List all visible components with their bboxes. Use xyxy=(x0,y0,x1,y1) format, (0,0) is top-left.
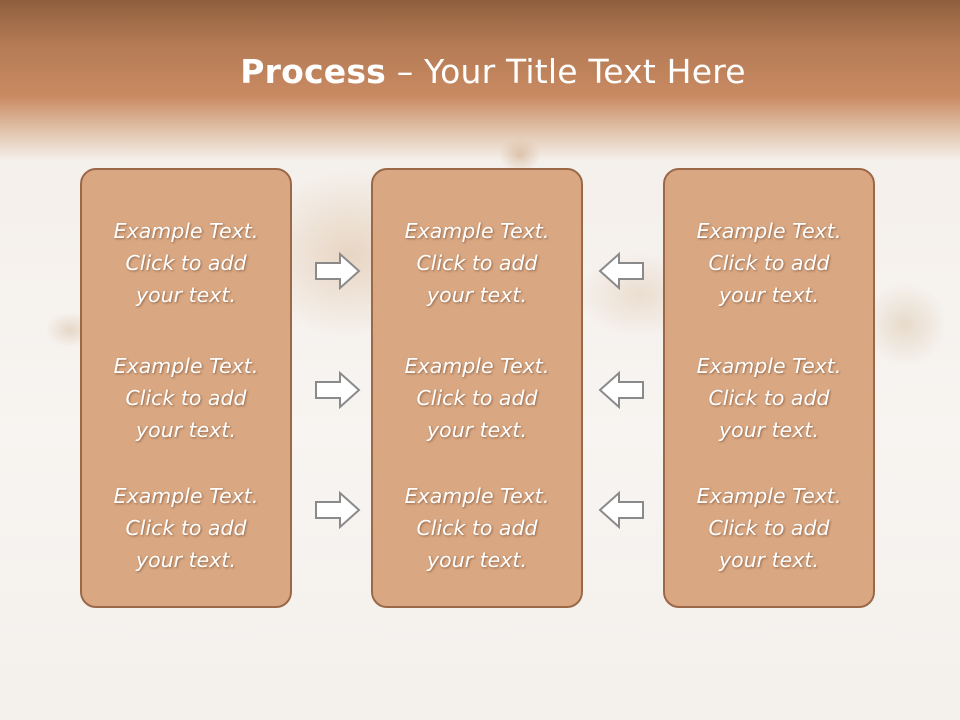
arrow-right-icon[interactable] xyxy=(314,370,362,410)
text-line: Click to add xyxy=(708,251,830,275)
text-block[interactable]: Example Text. Click to add your text. xyxy=(665,480,873,576)
process-box-right[interactable]: Example Text. Click to add your text. Ex… xyxy=(663,168,875,608)
text-line: your text. xyxy=(136,548,236,572)
text-line: Click to add xyxy=(708,516,830,540)
text-line: Example Text. xyxy=(696,219,842,243)
text-line: your text. xyxy=(136,418,236,442)
text-line: Click to add xyxy=(125,386,247,410)
arrow-right-icon[interactable] xyxy=(314,251,362,291)
text-line: your text. xyxy=(136,283,236,307)
text-line: your text. xyxy=(719,283,819,307)
text-line: your text. xyxy=(427,418,527,442)
arrow-left-icon[interactable] xyxy=(597,370,645,410)
text-line: Example Text. xyxy=(404,484,550,508)
process-box-center[interactable]: Example Text. Click to add your text. Ex… xyxy=(371,168,583,608)
text-line: Example Text. xyxy=(404,219,550,243)
text-block[interactable]: Example Text. Click to add your text. xyxy=(665,215,873,311)
text-line: Click to add xyxy=(125,516,247,540)
text-block[interactable]: Example Text. Click to add your text. xyxy=(665,350,873,446)
title-rest: – Your Title Text Here xyxy=(386,52,746,91)
text-line: Example Text. xyxy=(696,354,842,378)
text-line: Click to add xyxy=(125,251,247,275)
process-box-left[interactable]: Example Text. Click to add your text. Ex… xyxy=(80,168,292,608)
text-line: Example Text. xyxy=(113,354,259,378)
text-line: Click to add xyxy=(416,251,538,275)
text-line: Example Text. xyxy=(404,354,550,378)
text-line: your text. xyxy=(427,283,527,307)
text-line: Example Text. xyxy=(113,219,259,243)
text-block[interactable]: Example Text. Click to add your text. xyxy=(373,350,581,446)
text-line: Click to add xyxy=(416,386,538,410)
text-line: Click to add xyxy=(416,516,538,540)
text-line: your text. xyxy=(719,418,819,442)
arrow-left-icon[interactable] xyxy=(597,490,645,530)
text-block[interactable]: Example Text. Click to add your text. xyxy=(82,480,290,576)
arrow-right-icon[interactable] xyxy=(314,490,362,530)
title-strong: Process xyxy=(240,52,387,91)
slide-title[interactable]: Process – Your Title Text Here xyxy=(0,52,960,91)
text-block[interactable]: Example Text. Click to add your text. xyxy=(373,215,581,311)
text-block[interactable]: Example Text. Click to add your text. xyxy=(82,215,290,311)
text-block[interactable]: Example Text. Click to add your text. xyxy=(82,350,290,446)
text-line: your text. xyxy=(427,548,527,572)
arrow-left-icon[interactable] xyxy=(597,251,645,291)
title-band xyxy=(0,0,960,160)
text-line: Example Text. xyxy=(696,484,842,508)
text-line: your text. xyxy=(719,548,819,572)
text-line: Example Text. xyxy=(113,484,259,508)
text-block[interactable]: Example Text. Click to add your text. xyxy=(373,480,581,576)
text-line: Click to add xyxy=(708,386,830,410)
